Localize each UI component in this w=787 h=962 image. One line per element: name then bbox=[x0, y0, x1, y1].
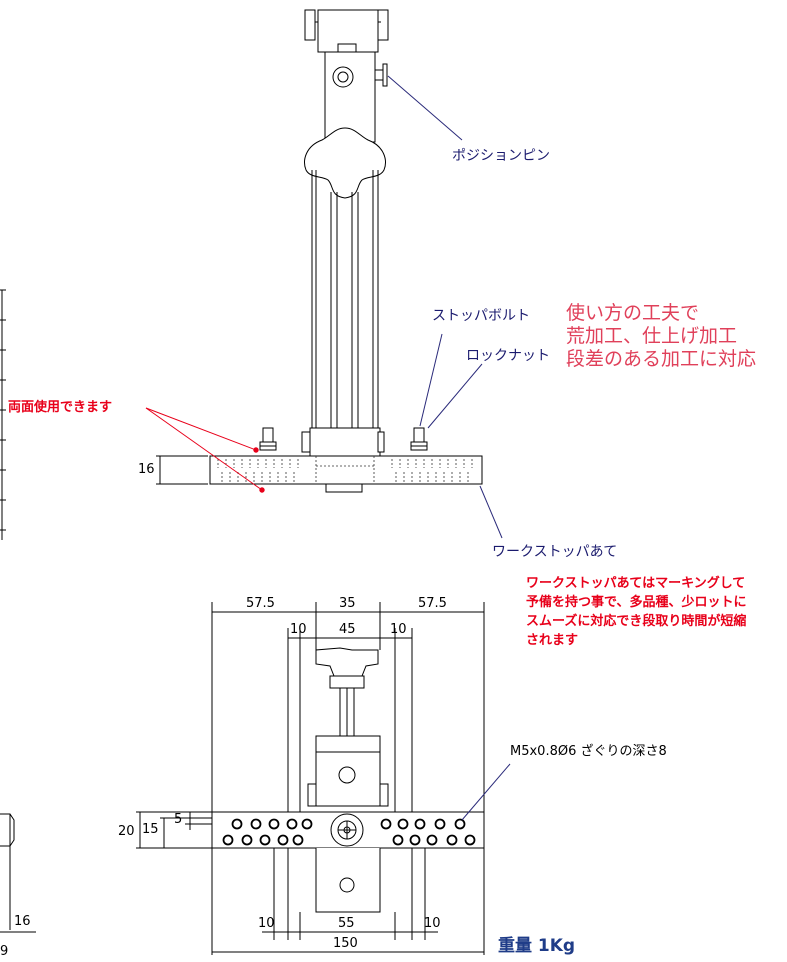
stopper-bolt-right bbox=[410, 427, 428, 451]
work-stopper-label: ワークストッパあて bbox=[492, 544, 618, 560]
pin-knob-inner bbox=[337, 71, 349, 83]
leader-lines bbox=[387, 75, 511, 821]
dim-top-center: 35 bbox=[339, 596, 356, 611]
dim-inner-left: 10 bbox=[290, 622, 307, 637]
dim-overall-width: 150 bbox=[333, 936, 358, 951]
dim-height-5: 5 bbox=[174, 812, 183, 827]
dim-inner-right: 10 bbox=[390, 622, 407, 637]
head-ear-left bbox=[304, 9, 316, 41]
star-knob-icon bbox=[304, 127, 386, 199]
stopper-note: ワークストッパあてはマーキングして 予備を持つ事で、多品種、少ロットに スムーズ… bbox=[526, 574, 787, 650]
head-ear-right bbox=[377, 9, 389, 41]
both-sides-label: 両面使用できます bbox=[8, 400, 113, 415]
usage-tips: 使い方の工夫で 荒加工、仕上げ加工 段差のある加工に対応 bbox=[566, 302, 756, 370]
base-stub bbox=[325, 483, 363, 493]
base-plate bbox=[209, 455, 483, 485]
dim-height-20: 20 bbox=[118, 824, 135, 839]
top-knob-icon bbox=[315, 647, 379, 677]
top-view bbox=[136, 602, 485, 955]
pin-knob-outer bbox=[332, 66, 354, 88]
dim-inner-center: 45 bbox=[339, 622, 356, 637]
usage-tip-line: 段差のある加工に対応 bbox=[566, 347, 757, 370]
column-foot bbox=[309, 427, 381, 457]
stopper-note-line: されます bbox=[526, 633, 579, 648]
lower-tab-hole bbox=[339, 877, 355, 893]
usage-tip-line: 使い方の工夫で bbox=[566, 302, 700, 324]
dim-bottom-right: 10 bbox=[424, 916, 441, 931]
dim-side-thickness: 16 bbox=[138, 462, 155, 477]
stopper-note-line: ワークストッパあてはマーキングして bbox=[526, 576, 746, 591]
head-slot bbox=[337, 43, 357, 53]
lower-tab bbox=[315, 848, 381, 913]
counterbore-spec-label: M5x0.8Ø6 ざぐりの深さ8 bbox=[510, 744, 667, 759]
position-pin-label: ポジションピン bbox=[452, 148, 550, 164]
stopper-note-line: スムーズに対応でき段取り時間が短縮 bbox=[526, 614, 747, 629]
stopper-note-line: 予備を持つ事で、多品種、少ロットに bbox=[526, 595, 747, 610]
counterbore-holes bbox=[222, 818, 476, 846]
lock-nut-label: ロックナット bbox=[466, 348, 550, 364]
weight-label: 重量 1Kg bbox=[498, 936, 576, 956]
position-pin-icon bbox=[374, 69, 384, 81]
dim-top-right: 57.5 bbox=[418, 596, 447, 611]
dim-bottom-center: 55 bbox=[338, 916, 355, 931]
dim-top-left: 57.5 bbox=[246, 596, 275, 611]
side-view bbox=[156, 9, 483, 493]
dim-edge-9: 9 bbox=[0, 944, 9, 959]
dim-bottom-left: 10 bbox=[258, 916, 275, 931]
usage-tip-line: 荒加工、仕上げ加工 bbox=[566, 324, 738, 347]
dim-height-15: 15 bbox=[142, 822, 159, 837]
stopper-bolt-label: ストッパボルト bbox=[432, 308, 530, 324]
stopper-bolt-left bbox=[259, 427, 277, 451]
dim-edge-16: 16 bbox=[14, 914, 31, 929]
carriage bbox=[315, 735, 381, 807]
left-edge-view bbox=[0, 289, 36, 933]
both-sides-leaders bbox=[145, 407, 265, 493]
carriage-hole bbox=[338, 766, 356, 784]
column-upper bbox=[324, 51, 376, 143]
